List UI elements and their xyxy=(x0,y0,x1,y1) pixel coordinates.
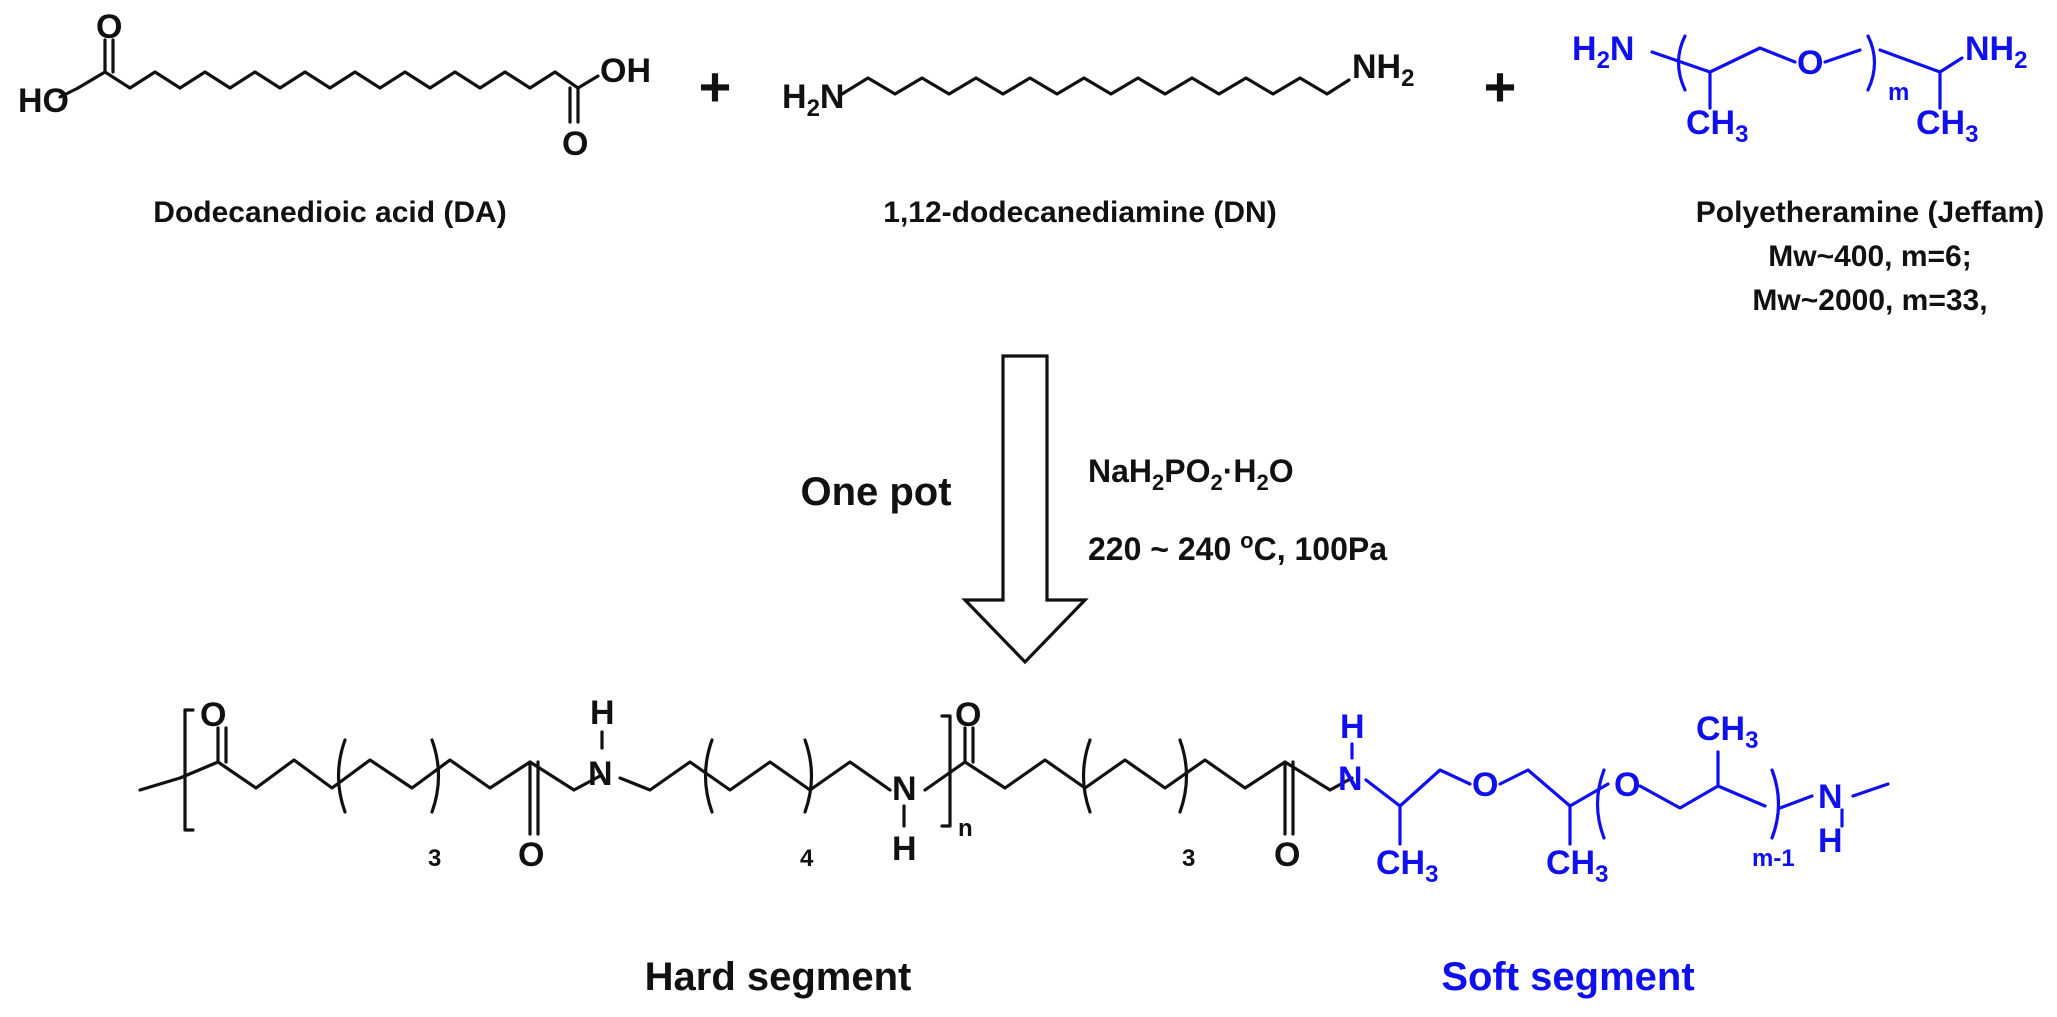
dn-left-amine-h: H2N xyxy=(782,78,844,122)
product-repeat-index-n: n xyxy=(958,815,973,842)
jeff-methyl-left: CH3 xyxy=(1686,104,1748,148)
dodecanediamine-structure: H2N NH2 1,12-dodecanediamine (DN) xyxy=(782,48,1414,229)
jeff-methyl-right: CH3 xyxy=(1916,104,1978,148)
product-repeat-index-3a: 3 xyxy=(428,845,441,872)
product-soft-segment: H N O O CH3 CH3 CH3 m-1 N H xyxy=(1338,708,1890,888)
product-soft-ether-oxygen-2: O xyxy=(1614,766,1640,804)
product-carbonyl-oxygen-2: O xyxy=(518,836,544,874)
hard-segment-label: Hard segment xyxy=(645,955,912,999)
jeff-left-amine: H2N xyxy=(1572,30,1634,74)
product-soft-amide-h: H xyxy=(1340,708,1365,746)
product-amide-h-2: H xyxy=(892,830,917,868)
product-amide-n-2: N xyxy=(892,770,917,808)
polyetheramine-structure: H2N O m NH2 CH3 CH3 Polyetheramine (Jeff… xyxy=(1572,30,2044,317)
product-soft-methyl-1: CH3 xyxy=(1376,844,1438,888)
product-soft-methyl-bonds xyxy=(1398,750,1720,846)
product-end-bond-left xyxy=(138,776,182,792)
da-name-label: Dodecanedioic acid (DA) xyxy=(153,196,506,229)
dn-name-label: 1,12-dodecanediamine (DN) xyxy=(883,196,1276,229)
product-repeat-bracket-4 xyxy=(703,738,814,814)
jeff-right-amine: NH2 xyxy=(1965,30,2027,74)
product-carbonyl-oxygen-1: O xyxy=(200,696,226,734)
product-soft-amide-n: N xyxy=(1338,760,1363,798)
jeff-ether-oxygen: O xyxy=(1797,44,1823,82)
da-right-carboxyl-bonds xyxy=(568,74,600,124)
da-left-carboxyl-bonds xyxy=(58,38,115,99)
jeff-repeat-brackets xyxy=(1676,34,1877,92)
product-soft-chain xyxy=(1364,768,1767,810)
product-hard-chain-3 xyxy=(923,758,1354,792)
product-amide-h-1: H xyxy=(590,694,615,732)
temperature-pressure-label: 220 ~ 240 oC, 100Pa xyxy=(1088,528,1387,567)
dodecanedioic-acid-structure: O HO OH O Dodecanedioic acid (DA) xyxy=(18,8,651,229)
da-carbon-chain xyxy=(76,70,580,90)
product-carbonyl-2 xyxy=(528,760,540,836)
product-soft-terminal-n: N xyxy=(1818,778,1843,816)
dn-carbon-chain xyxy=(840,76,1351,96)
one-pot-label: One pot xyxy=(800,470,951,514)
jeffamine-name-label: Polyetheramine (Jeffam) xyxy=(1696,196,2044,229)
product-soft-methyl-2: CH3 xyxy=(1546,844,1608,888)
plus-sign-1: + xyxy=(699,55,732,118)
product-soft-repeat-index-m-1: m-1 xyxy=(1752,845,1795,872)
product-soft-terminal-h: H xyxy=(1818,822,1843,860)
product-carbonyl-oxygen-4: O xyxy=(1274,836,1300,874)
product-repeat-bracket-3b xyxy=(1081,738,1189,814)
da-left-hydroxyl: HO xyxy=(18,82,69,120)
dn-right-amine: NH2 xyxy=(1352,48,1414,92)
product-outer-bracket-right xyxy=(940,714,952,828)
product-soft-ether-oxygen-1: O xyxy=(1472,766,1498,804)
product-hard-segment: O 3 O H N 4 N H n O 3 O xyxy=(138,694,1354,874)
product-outer-bracket-left xyxy=(183,708,195,832)
jeffamine-mw-400-label: Mw~400, m=6; xyxy=(1768,240,1971,273)
da-right-hydroxyl: OH xyxy=(600,52,651,90)
product-repeat-bracket-3a xyxy=(336,738,441,814)
soft-segment-label: Soft segment xyxy=(1441,955,1694,999)
product-repeat-index-4: 4 xyxy=(800,845,814,872)
product-soft-methyl-3: CH3 xyxy=(1696,710,1758,754)
product-soft-repeat-brackets xyxy=(1595,768,1781,840)
jeff-methyl-bonds xyxy=(1708,70,1942,110)
product-soft-terminal-bonds xyxy=(1778,782,1890,828)
product-repeat-index-3b: 3 xyxy=(1182,845,1195,872)
product-hard-chain-2 xyxy=(618,760,892,792)
reaction-arrow-icon xyxy=(961,354,1089,665)
jeff-repeat-index-m: m xyxy=(1888,79,1909,106)
product-amide-n-1: N xyxy=(588,755,613,793)
da-top-oxygen: O xyxy=(96,8,122,46)
catalyst-label: NaH2PO2·H2O xyxy=(1088,453,1294,495)
product-carbonyl-1 xyxy=(216,726,228,764)
product-carbonyl-3 xyxy=(963,726,975,764)
product-carbonyl-4 xyxy=(1283,760,1295,836)
plus-sign-2: + xyxy=(1484,55,1517,118)
product-carbonyl-oxygen-3: O xyxy=(955,696,981,734)
da-bottom-oxygen: O xyxy=(562,125,588,163)
jeffamine-mw-2000-label: Mw~2000, m=33, xyxy=(1752,284,1987,317)
